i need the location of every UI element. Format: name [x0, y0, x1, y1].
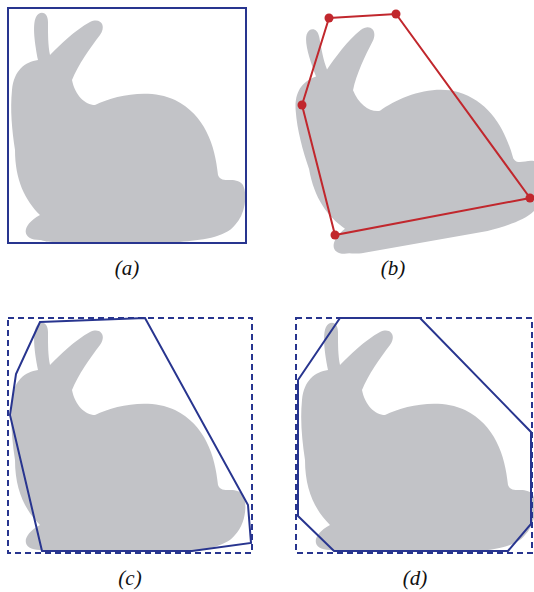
- dashed-box: [296, 318, 532, 553]
- bunny-b: [281, 0, 534, 260]
- panel-label: (d): [403, 568, 428, 589]
- hull-vertices: [298, 10, 534, 240]
- bounding-polytope: [10, 318, 251, 551]
- bounding-box: [8, 8, 246, 243]
- panel-label: (c): [118, 568, 141, 589]
- bunny-d: [301, 323, 534, 552]
- dashed-box: [8, 318, 252, 553]
- bunny-a: [11, 13, 245, 242]
- panel-label: (b): [381, 258, 406, 279]
- panel-label: (a): [115, 258, 140, 279]
- convex-hull: [302, 14, 530, 235]
- k-dop: [298, 318, 531, 551]
